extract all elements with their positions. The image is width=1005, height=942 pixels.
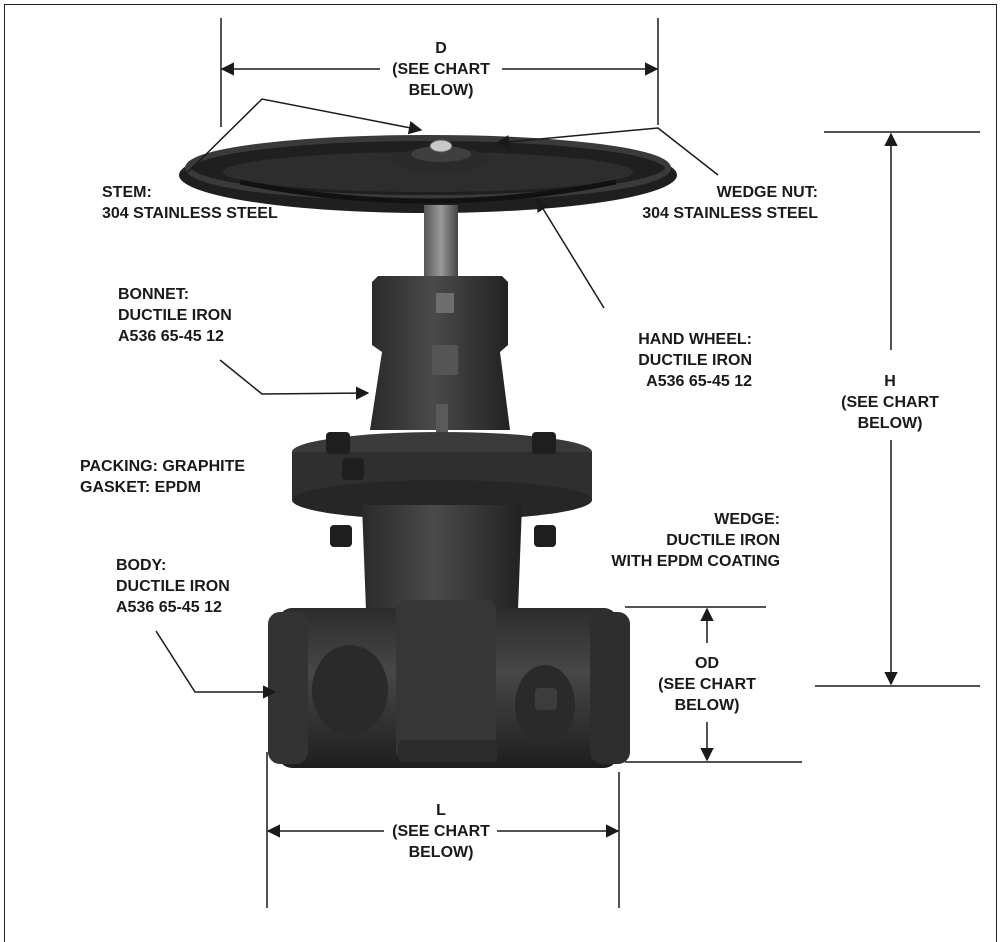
leader-wedge-nut xyxy=(495,127,719,176)
leader-stem xyxy=(184,98,423,176)
hand-wheel-title: HAND WHEEL: xyxy=(638,331,752,348)
wedge-material: DUCTILE IRON xyxy=(666,532,780,549)
leader-body xyxy=(155,630,277,699)
wedge-title: WEDGE: xyxy=(714,511,780,528)
leader-bonnet xyxy=(219,359,370,400)
dimension-d-label: D (SEE CHART BELOW) xyxy=(366,38,516,101)
dimension-h-letter: H xyxy=(884,373,896,390)
dimension-l-letter: L xyxy=(436,802,446,819)
valve-body-neck xyxy=(362,505,522,610)
hand-wheel xyxy=(179,135,677,213)
gasket-label: GASKET: EPDM xyxy=(80,479,201,496)
wedge-callout: WEDGE: DUCTILE IRON WITH EPDM COATING xyxy=(560,509,780,572)
dimension-d-letter: D xyxy=(435,40,447,57)
dimension-l-line1: (SEE CHART xyxy=(392,823,490,840)
stem-material: 304 STAINLESS STEEL xyxy=(102,205,278,222)
body-callout: BODY: DUCTILE IRON A536 65-45 12 xyxy=(116,555,230,618)
body-grade: A536 65-45 12 xyxy=(116,599,222,616)
dimension-od-label: OD (SEE CHART BELOW) xyxy=(632,653,782,716)
packing-label: PACKING: GRAPHITE xyxy=(80,458,246,475)
dimension-h xyxy=(815,131,980,687)
dimension-l-label: L (SEE CHART BELOW) xyxy=(366,800,516,863)
wedge-nut-callout: WEDGE NUT: 304 STAINLESS STEEL xyxy=(590,182,818,224)
dimension-h-line2: BELOW) xyxy=(857,415,923,432)
dimension-d-line2: BELOW) xyxy=(408,82,474,99)
hand-wheel-callout: HAND WHEEL: DUCTILE IRON A536 65-45 12 xyxy=(580,329,752,392)
wedge-nut-title: WEDGE NUT: xyxy=(716,184,818,201)
dimension-d xyxy=(220,18,659,127)
bonnet xyxy=(370,276,510,434)
valve-body xyxy=(268,600,630,768)
stem xyxy=(424,205,458,280)
bonnet-grade: A536 65-45 12 xyxy=(118,328,224,345)
wedge-nut-material: 304 STAINLESS STEEL xyxy=(642,205,818,222)
bonnet-callout: BONNET: DUCTILE IRON A536 65-45 12 xyxy=(118,284,232,347)
dimension-l-line2: BELOW) xyxy=(408,844,474,861)
dimension-h-label: H (SEE CHART BELOW) xyxy=(800,371,980,434)
leader-hand-wheel xyxy=(536,197,605,309)
bonnet-flange xyxy=(292,432,592,547)
dimension-l xyxy=(266,752,620,908)
stem-callout: STEM: 304 STAINLESS STEEL xyxy=(102,182,278,224)
dimension-h-line1: (SEE CHART xyxy=(841,394,939,411)
body-material: DUCTILE IRON xyxy=(116,578,230,595)
stem-title: STEM: xyxy=(102,184,152,201)
body-title: BODY: xyxy=(116,557,167,574)
bonnet-material: DUCTILE IRON xyxy=(118,307,232,324)
gate-valve-photo xyxy=(179,135,677,768)
packing-gasket-callout: PACKING: GRAPHITE GASKET: EPDM xyxy=(80,456,245,498)
dimension-od-line1: (SEE CHART xyxy=(658,676,756,693)
dimension-d-line1: (SEE CHART xyxy=(392,61,490,78)
hand-wheel-material: DUCTILE IRON xyxy=(638,352,752,369)
dimension-od-letter: OD xyxy=(695,655,719,672)
wedge-nut xyxy=(391,139,491,172)
wedge-coating: WITH EPDM COATING xyxy=(611,553,780,570)
hand-wheel-grade: A536 65-45 12 xyxy=(646,373,752,390)
dimension-od xyxy=(625,606,802,763)
bonnet-title: BONNET: xyxy=(118,286,190,303)
dimension-od-line2: BELOW) xyxy=(674,697,740,714)
